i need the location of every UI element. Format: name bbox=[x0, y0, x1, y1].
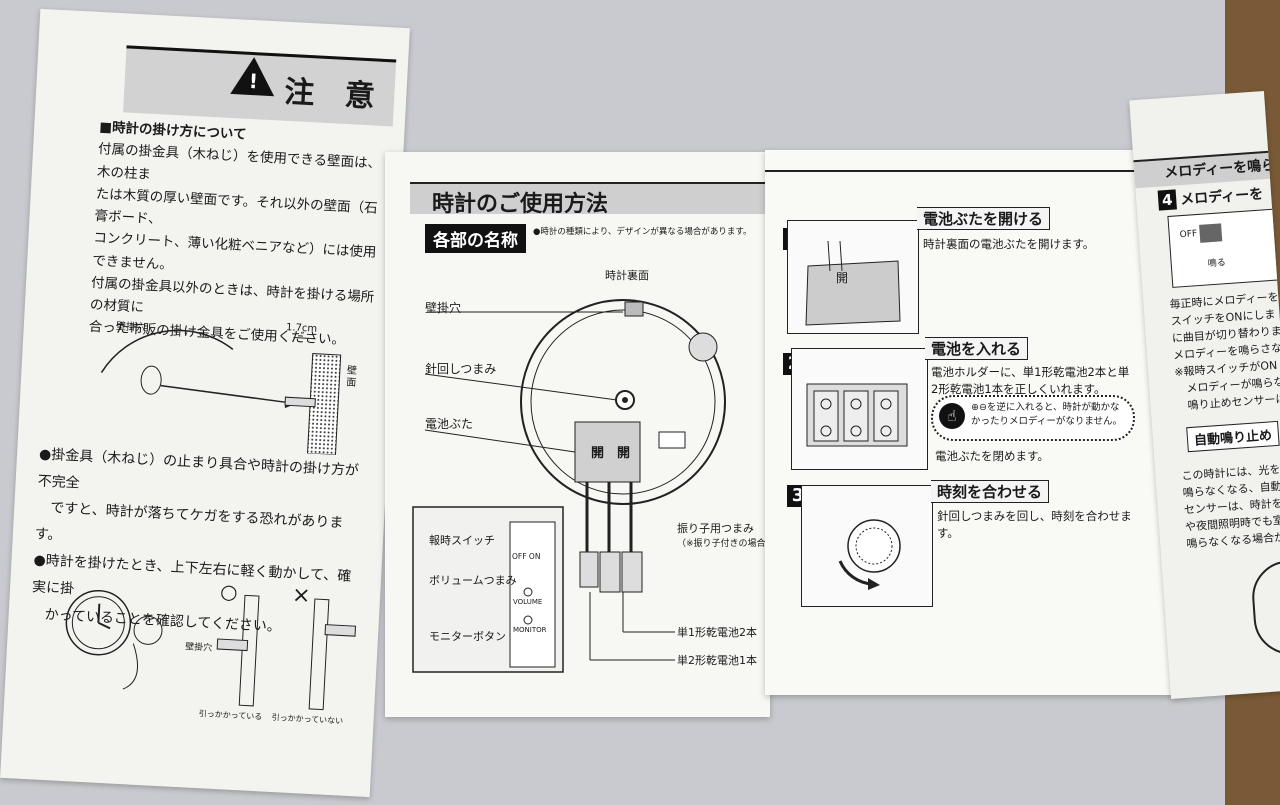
step-4-number: 4 bbox=[1157, 189, 1177, 211]
monitor-label: MONITOR bbox=[513, 626, 547, 634]
battery-warning-note: ☝ ⊕⊖を逆に入れると、時計が動かなかったりメロディーがなりません。 bbox=[931, 395, 1135, 441]
volume-label: VOLUME bbox=[513, 598, 543, 606]
ok-mark: ○ bbox=[219, 579, 239, 604]
ng-mark: × bbox=[291, 582, 312, 609]
time-knob-icon bbox=[838, 519, 901, 590]
step-3-title: 時刻を合わせる bbox=[931, 480, 1050, 503]
warning-triangle-icon: ! bbox=[230, 55, 277, 97]
top-rule bbox=[765, 170, 1185, 172]
usage-title: 時計のご使用方法 bbox=[432, 192, 609, 217]
open-mark-2: 開 bbox=[617, 446, 631, 461]
label-monitor-button: モニターボタン bbox=[429, 630, 506, 643]
wall-label: 壁面 bbox=[345, 365, 358, 389]
caution-title: 注 意 bbox=[283, 74, 386, 115]
slide-switch-icon bbox=[1199, 223, 1223, 243]
step-2-text: 電池ホルダーに、単1形乾電池2本と単2形乾電池1本を正しくいれます。 bbox=[931, 365, 1130, 396]
battery-cover-open-icon bbox=[805, 240, 901, 326]
melody-text: 毎正時にメロディーを スイッチをONにしま に曲目が切り替わりま メロディーを鳴… bbox=[1169, 288, 1280, 415]
distance-label: 1.7cm bbox=[285, 322, 318, 335]
steps-panel: 1 開 電池ぶたを開ける 時計裏面の電池ぶたを開けます。 2 電池を入れる 電池… bbox=[765, 150, 1185, 695]
label-wall-hole: 壁掛穴 bbox=[425, 301, 462, 315]
step-1-title: 電池ぶたを開ける bbox=[917, 207, 1051, 230]
melody-header: メロディーを鳴ら bbox=[1133, 150, 1276, 189]
label-pendulum-knob: 振り子用つまみ bbox=[677, 522, 754, 535]
label-battery-size1: 単1形乾電池2本 bbox=[677, 626, 757, 639]
hole-label: 壁掛穴 bbox=[115, 321, 147, 334]
battery-holder-icon bbox=[806, 383, 908, 447]
open-mark-1: 開 bbox=[591, 446, 605, 461]
step-3-image bbox=[801, 485, 933, 607]
label-battery-size2: 単2形乾電池1本 bbox=[677, 654, 757, 667]
label-chime-switch: 報時スイッチ bbox=[429, 534, 495, 547]
label-volume-knob: ボリュームつまみ bbox=[429, 574, 517, 587]
battery-warning-text: ⊕⊖を逆に入れると、時計が動かなかったりメロディーがなりません。 bbox=[971, 402, 1123, 427]
label-hand-knob: 針回しつまみ bbox=[425, 362, 497, 376]
back-label: 時計裏面 bbox=[605, 269, 649, 282]
hand-point-icon: ☝ bbox=[939, 403, 965, 429]
step-2-after-text: 電池ぶたを閉めます。 bbox=[935, 449, 1049, 463]
ng-caption: 引っかかっていない bbox=[271, 712, 344, 726]
step-4-title: メロディーを bbox=[1179, 186, 1264, 209]
caution-header: ! 注 意 bbox=[123, 45, 397, 127]
design-note: ●時計の種類により、デザインが異なる場合があります。 bbox=[533, 227, 752, 237]
clock-outline-icon bbox=[1249, 557, 1280, 657]
step-1-text: 時計裏面の電池ぶたを開けます。 bbox=[923, 237, 1095, 251]
usage-header: 時計のご使用方法 bbox=[410, 182, 770, 217]
caution-panel: ! 注 意 ■時計の掛け方について 付属の掛金具（木ねじ）を使用できる壁面は、木… bbox=[0, 8, 410, 798]
step-1-image: 開 bbox=[787, 220, 919, 334]
hanging-check-illustration bbox=[65, 589, 357, 711]
ok-caption: 引っかかっている bbox=[198, 709, 263, 722]
arrow-label: 鳴る bbox=[1207, 258, 1227, 270]
off-on-switch-label: OFF ON bbox=[512, 552, 541, 561]
label-battery-cover: 電池ぶた bbox=[425, 417, 474, 431]
auto-stop-heading: 自動鳴り止め bbox=[1186, 420, 1280, 453]
auto-stop-text: この時計には、光を 鳴らなくなる、自動 センサーは、時計を や夜間照明時でも室 … bbox=[1181, 461, 1280, 553]
melody-title: メロディーを鳴ら bbox=[1163, 157, 1276, 182]
step-2-title: 電池を入れる bbox=[925, 337, 1029, 360]
wall-mount-diagram bbox=[100, 329, 342, 456]
step-3-text: 針回しつまみを回し、時刻を合わせます。 bbox=[937, 509, 1132, 540]
pendulum-note: （※振り子付きの場合） bbox=[677, 539, 770, 549]
hole-label-2: 壁掛穴 bbox=[184, 642, 213, 654]
clock-back-diagram bbox=[412, 299, 726, 673]
switch-illustration: OFF ON 鳴る bbox=[1167, 208, 1280, 288]
parts-subtitle: 各部の名称 bbox=[425, 224, 526, 253]
step-2-image bbox=[791, 348, 928, 470]
open-mark: 開 bbox=[836, 271, 849, 285]
usage-panel: 時計のご使用方法 各部の名称 ●時計の種類により、デザインが異なる場合があります… bbox=[385, 152, 770, 717]
